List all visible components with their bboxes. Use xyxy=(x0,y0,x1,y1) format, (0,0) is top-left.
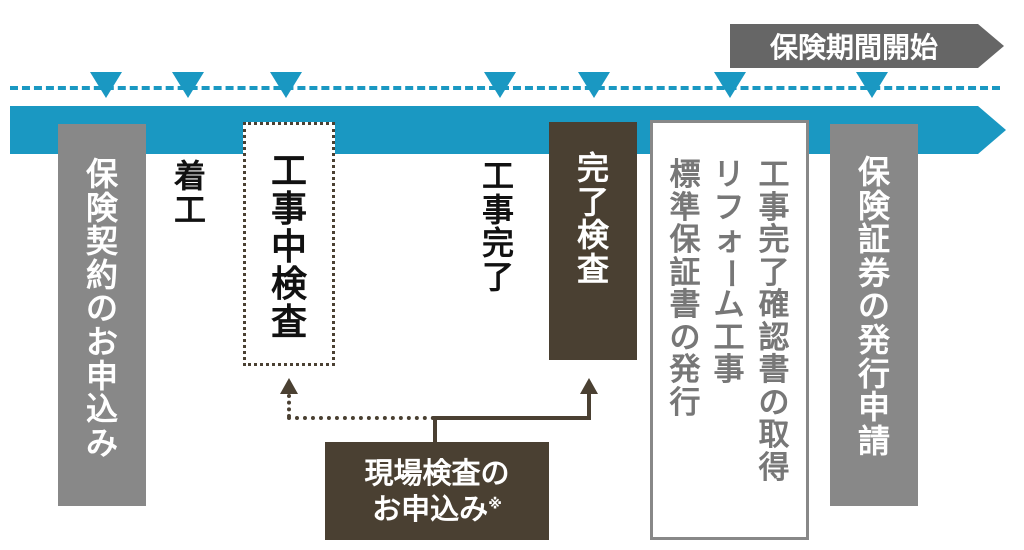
char: 得 xyxy=(758,449,790,486)
timeline-marker xyxy=(270,72,302,98)
char: 工 xyxy=(481,157,514,195)
char: 取 xyxy=(758,417,790,454)
connector-dotted-horizontal xyxy=(287,416,435,420)
char: 保 xyxy=(669,222,701,259)
char: フ xyxy=(713,189,745,226)
char: 込 xyxy=(85,390,118,429)
request-line2: お申込み※ xyxy=(372,491,502,527)
certificate-col3: 標準保証書の発行 xyxy=(665,159,705,419)
char: 工 xyxy=(173,190,206,229)
char: 証 xyxy=(857,220,890,259)
char: 書 xyxy=(669,287,701,324)
char: 事 xyxy=(758,189,790,226)
connector-stem xyxy=(433,418,437,444)
char: 申 xyxy=(85,356,118,395)
char: 契 xyxy=(85,222,118,261)
char: 請 xyxy=(857,421,890,460)
arrow-to-completion-inspection xyxy=(580,378,598,394)
char: 了 xyxy=(576,182,609,221)
char: 完 xyxy=(481,224,514,263)
char: ム xyxy=(713,287,745,324)
char: ォ xyxy=(713,222,745,259)
char: の xyxy=(857,287,890,326)
char: お xyxy=(85,322,118,361)
char: の xyxy=(758,384,790,421)
connector-solid-horizontal xyxy=(433,416,591,420)
timeline-marker xyxy=(856,72,888,98)
char: 標 xyxy=(669,157,701,193)
timeline-marker xyxy=(714,72,746,98)
char: 事 xyxy=(270,188,307,230)
char: 券 xyxy=(857,253,890,292)
char: 発 xyxy=(857,320,890,359)
char: 検 xyxy=(270,264,307,306)
char: 工 xyxy=(270,151,307,192)
insurance-period-arrow xyxy=(978,24,1004,68)
insurance-period-banner: 保険期間開始 xyxy=(730,24,978,68)
char: 工 xyxy=(713,319,745,356)
char: 申 xyxy=(857,388,890,427)
note-mark: ※ xyxy=(488,496,502,513)
char: 証 xyxy=(669,254,701,291)
completion-inspection-box: 完了検査 xyxy=(549,122,637,360)
char: 事 xyxy=(713,352,745,389)
char: 査 xyxy=(270,302,307,344)
char: 険 xyxy=(85,188,118,227)
arrow-to-interim-inspection xyxy=(280,378,298,394)
timeline-marker xyxy=(484,72,516,98)
timeline-marker xyxy=(90,72,122,98)
char: 認 xyxy=(758,319,790,356)
char: 工 xyxy=(758,157,790,193)
insurance-application-box: 保険契約のお申込み xyxy=(58,124,146,506)
char: 約 xyxy=(85,255,118,294)
char: 完 xyxy=(758,222,790,259)
certificate-col1: 工事完了確認書の取得 xyxy=(754,159,794,484)
char: ー xyxy=(711,257,748,289)
char: 了 xyxy=(481,257,514,296)
char: 険 xyxy=(857,186,890,225)
char: 準 xyxy=(669,189,701,226)
interim-inspection-box: 工事中検査 xyxy=(243,122,335,366)
certificate-box: 工事完了確認書の取得 リフォーム工事 標準保証書の発行 xyxy=(650,120,809,540)
main-timeline-arrow xyxy=(978,106,1006,154)
construction-complete-label: 工事完了 xyxy=(476,157,520,296)
char: 検 xyxy=(576,216,609,255)
char: 査 xyxy=(576,249,609,288)
connector-solid-vertical xyxy=(587,392,591,420)
completion-inspection-label: 完了検査 xyxy=(549,149,637,288)
char: 完 xyxy=(576,149,609,187)
request-line2-text: お申込み xyxy=(372,492,489,526)
char: 着 xyxy=(173,157,206,195)
char: 事 xyxy=(481,190,514,229)
char: 行 xyxy=(857,354,890,393)
char: 保 xyxy=(85,155,118,193)
char: 保 xyxy=(857,153,890,191)
construction-start-label: 着工 xyxy=(170,157,210,229)
interim-inspection-label: 工事中検査 xyxy=(246,153,332,342)
char: の xyxy=(669,319,701,356)
char: 行 xyxy=(669,384,701,421)
main-timeline-bar xyxy=(10,106,978,154)
insurance-application-label: 保険契約のお申込み xyxy=(58,155,146,462)
connector-dotted-vertical xyxy=(287,394,291,418)
request-line1: 現場検査の xyxy=(364,455,510,490)
char: 確 xyxy=(758,287,790,324)
char: リ xyxy=(713,157,745,193)
site-inspection-request-box: 現場検査の お申込み※ xyxy=(325,442,549,540)
char: 中 xyxy=(270,226,307,268)
timeline-marker xyxy=(172,72,204,98)
char: み xyxy=(85,423,118,462)
timeline-marker xyxy=(578,72,610,98)
char: 発 xyxy=(669,352,701,389)
certificate-col2: リフォーム工事 xyxy=(709,159,749,387)
char: の xyxy=(85,289,118,328)
policy-request-box: 保険証券の発行申請 xyxy=(830,124,918,506)
char: 書 xyxy=(758,352,790,389)
policy-request-label: 保険証券の発行申請 xyxy=(830,153,918,460)
char: 了 xyxy=(758,254,790,291)
